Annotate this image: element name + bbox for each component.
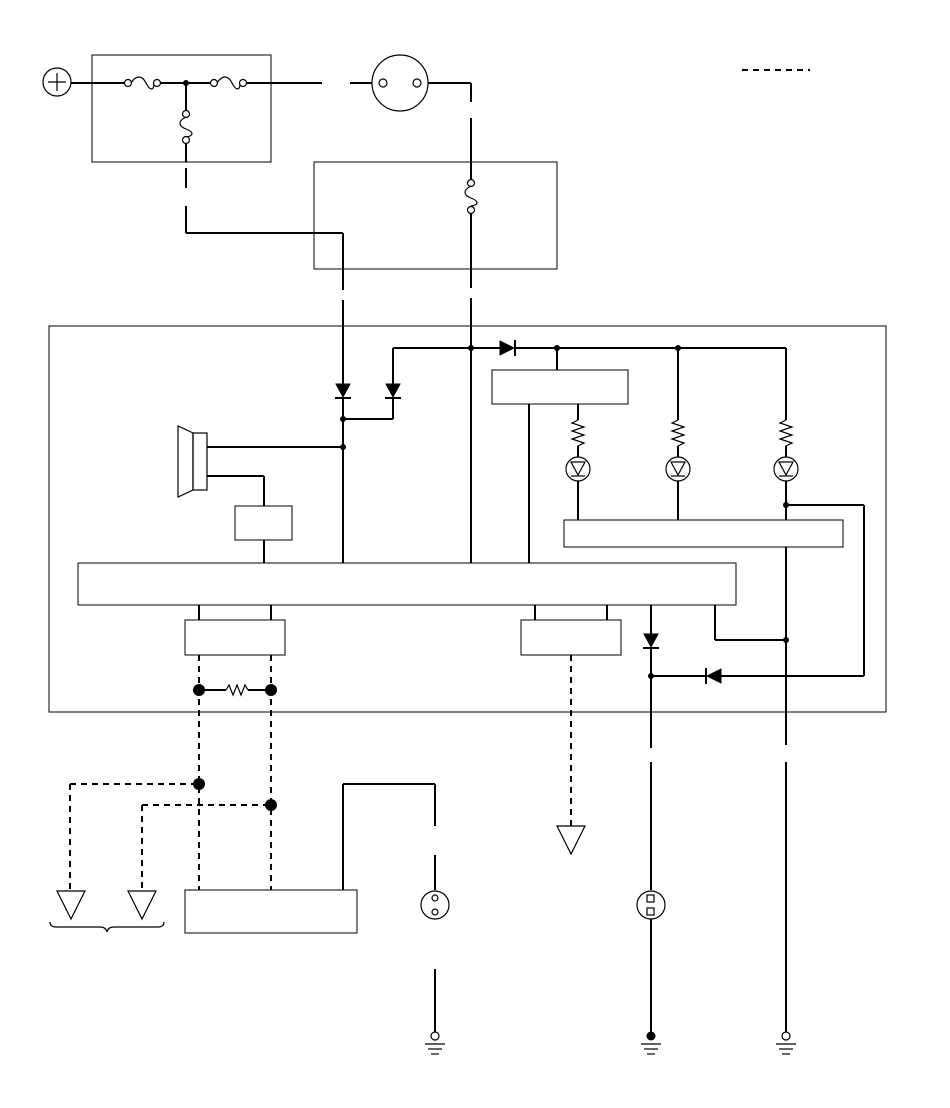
bus-interface-box [520,619,622,656]
splice-dot [265,684,277,696]
fuse-icon [123,76,162,90]
resistor-icon [225,683,249,697]
diode-icon [499,340,516,356]
diode-icon [643,633,659,649]
dash-fuse-box [313,161,558,270]
fuse-icon [179,109,193,145]
splice-dot [193,684,205,696]
splice-dot [265,799,277,811]
ignition-switch-icon [371,54,429,112]
connector-icon [420,890,450,920]
fuse-icon [464,178,478,215]
resistor-icon [778,419,794,447]
ground-icon [425,1031,445,1055]
fuse-icon [209,76,248,90]
resistor-icon [670,419,686,447]
bus-terminal-icon [56,890,86,921]
splice-dot [783,637,789,643]
control-unit-box [48,325,887,713]
speaker-driver-box [234,505,293,541]
battery-positive-icon [42,67,72,97]
brace [49,921,165,933]
diode-icon [335,383,351,399]
indicator-driver-box [563,519,844,548]
bus-interface-box [184,619,286,656]
led-icon [565,456,591,482]
ground-icon [641,1031,661,1055]
ground-icon [776,1031,796,1055]
diode-icon [705,668,722,684]
bus-terminal-icon [127,890,157,921]
connector-icon [636,890,666,920]
underhood-fuse-box [91,54,272,163]
splice-dot [468,345,474,351]
led-icon [665,456,691,482]
splice-dot [340,444,346,450]
led-icon [773,456,799,482]
lower-module-box [184,889,358,934]
resistor-icon [570,419,586,447]
speaker-icon [177,425,208,498]
logic-board-box [77,562,737,606]
regulator-box [491,369,629,405]
bus-terminal-icon [556,825,586,856]
diode-icon [385,383,401,399]
splice-dot [193,778,205,790]
